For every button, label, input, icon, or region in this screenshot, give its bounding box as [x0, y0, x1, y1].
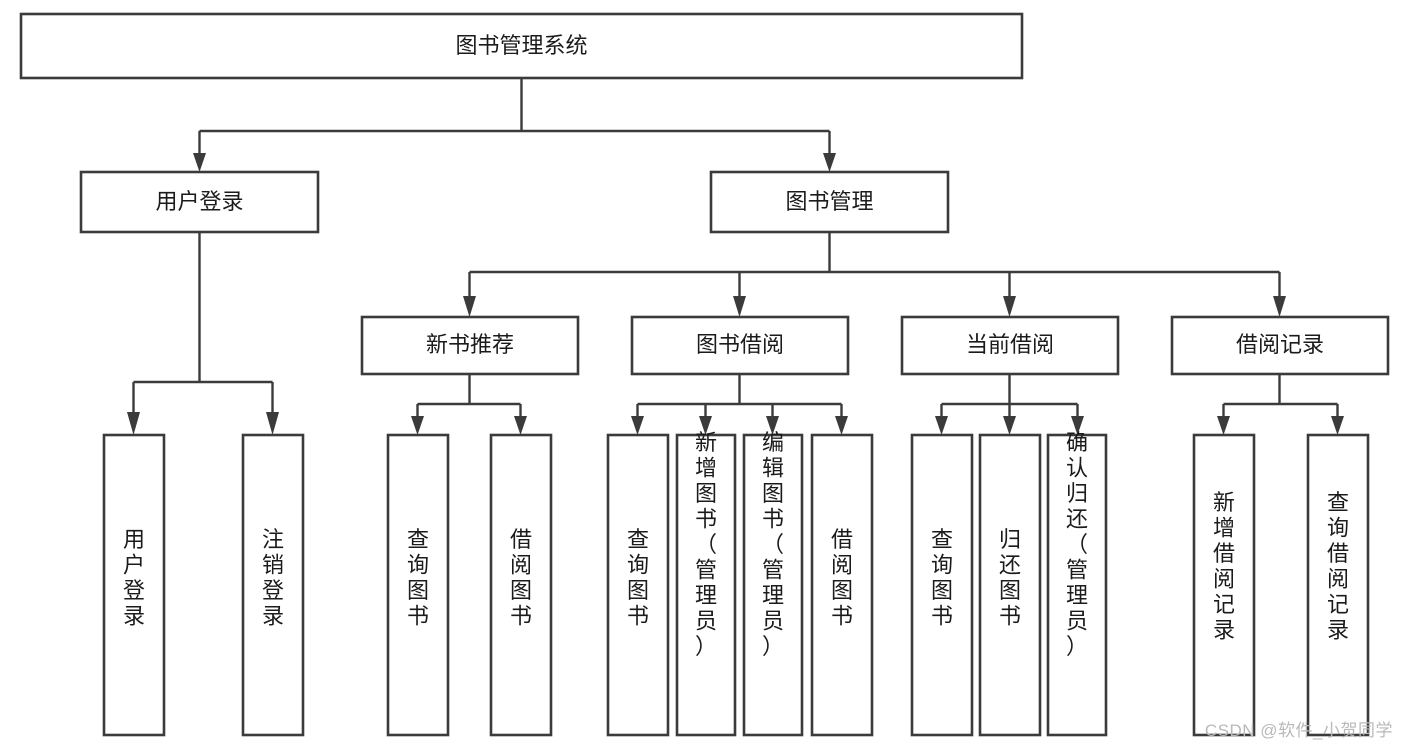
edges-user-login-to-leaves	[127, 232, 279, 435]
node-new-book-recommend-box[interactable]	[360, 315, 580, 376]
node-leaf-confirm-return-box[interactable]	[1046, 433, 1108, 737]
arrow-head-icon	[1003, 416, 1016, 435]
arrow-head-icon	[766, 416, 779, 435]
node-leaf-borrow-book-1-label: 借阅图书	[510, 527, 532, 629]
node-leaf-borrow-book-1[interactable]: 借阅图书	[489, 433, 553, 737]
node-user-login[interactable]: 用户登录	[79, 170, 320, 234]
node-book-manage-box[interactable]	[709, 170, 950, 234]
node-leaf-add-book-box[interactable]	[675, 433, 737, 737]
node-leaf-query-book-1[interactable]: 查询图书	[386, 433, 450, 737]
node-borrow-record[interactable]: 借阅记录	[1170, 315, 1390, 376]
arrow-head-icon	[127, 412, 140, 435]
node-leaf-query-book-3-label: 查询图书	[931, 527, 953, 629]
node-leaf-user-login-box[interactable]	[102, 433, 166, 737]
node-leaf-add-borrow-record[interactable]: 新增借阅记录	[1192, 433, 1256, 737]
edges-book-manage-to-level3	[463, 232, 1286, 317]
node-leaf-borrow-book-2-label: 借阅图书	[831, 527, 853, 629]
node-leaf-logout-login[interactable]: 注销登录	[241, 433, 305, 737]
node-book-borrow-box[interactable]	[630, 315, 850, 376]
node-leaf-user-login[interactable]: 用户登录	[102, 433, 166, 737]
node-leaf-query-borrow-record-box[interactable]	[1306, 433, 1370, 737]
edges-new-book-recommend-to-leaves	[411, 374, 527, 435]
node-book-borrow[interactable]: 图书借阅	[630, 315, 850, 376]
node-leaf-edit-book-label: 编辑图书（管理员）	[762, 430, 784, 659]
node-new-book-recommend-label: 新书推荐	[426, 332, 514, 357]
node-root-label: 图书管理系统	[455, 33, 587, 58]
arrow-head-icon	[1331, 416, 1344, 435]
node-leaf-user-login-label: 用户登录	[123, 527, 145, 629]
arrow-head-icon	[935, 416, 948, 435]
node-leaf-edit-book-box[interactable]	[742, 433, 804, 737]
node-leaf-edit-book[interactable]: 编辑图书（管理员）	[742, 430, 804, 737]
arrow-head-icon	[1217, 416, 1230, 435]
arrow-head-icon	[411, 416, 424, 435]
arrow-head-icon	[733, 296, 746, 317]
node-leaf-query-book-1-label: 查询图书	[407, 527, 429, 629]
node-leaf-query-book-2-label: 查询图书	[627, 527, 649, 629]
node-leaf-query-book-3-box[interactable]	[910, 433, 974, 737]
arrow-head-icon	[193, 153, 206, 172]
node-book-manage[interactable]: 图书管理	[709, 170, 950, 234]
arrow-head-icon	[463, 296, 476, 317]
node-current-borrow-box[interactable]	[900, 315, 1120, 376]
node-current-borrow[interactable]: 当前借阅	[900, 315, 1120, 376]
edges-root-to-level2	[193, 78, 836, 172]
node-leaf-logout-login-label: 注销登录	[262, 527, 284, 629]
arrow-head-icon	[699, 416, 712, 435]
node-book-manage-label: 图书管理	[785, 189, 873, 214]
node-leaf-add-book[interactable]: 新增图书（管理员）	[675, 430, 737, 737]
node-leaf-return-book[interactable]: 归还图书	[978, 433, 1042, 737]
node-leaf-query-book-2-box[interactable]	[606, 433, 670, 737]
arrow-head-icon	[266, 412, 279, 435]
arrow-head-icon	[514, 416, 527, 435]
node-leaf-return-book-label: 归还图书	[999, 527, 1021, 629]
arrow-head-icon	[1273, 296, 1286, 317]
node-borrow-record-label: 借阅记录	[1236, 332, 1324, 357]
node-user-login-box[interactable]	[79, 170, 320, 234]
node-leaf-logout-login-box[interactable]	[241, 433, 305, 737]
node-root-box[interactable]	[19, 12, 1024, 80]
node-leaf-confirm-return[interactable]: 确认归还（管理员）	[1046, 430, 1108, 737]
node-leaf-add-borrow-record-box[interactable]	[1192, 433, 1256, 737]
node-leaf-confirm-return-label: 确认归还（管理员）	[1066, 430, 1088, 659]
node-user-login-label: 用户登录	[155, 189, 243, 214]
node-leaf-query-borrow-record-label: 查询借阅记录	[1327, 490, 1349, 643]
node-current-borrow-label: 当前借阅	[966, 332, 1054, 357]
node-root[interactable]: 图书管理系统	[19, 12, 1024, 80]
edges-borrow-record-to-leaves	[1217, 374, 1344, 435]
edges-book-borrow-to-leaves	[631, 374, 848, 435]
node-leaf-query-book-3[interactable]: 查询图书	[910, 433, 974, 737]
node-leaf-query-book-2[interactable]: 查询图书	[606, 433, 670, 737]
arrow-head-icon	[835, 416, 848, 435]
arrow-head-icon	[1071, 416, 1084, 435]
node-borrow-record-box[interactable]	[1170, 315, 1390, 376]
node-leaf-add-borrow-record-label: 新增借阅记录	[1213, 490, 1235, 643]
node-leaf-add-book-label: 新增图书（管理员）	[695, 430, 717, 659]
arrow-head-icon	[631, 416, 644, 435]
node-leaf-query-book-1-box[interactable]	[386, 433, 450, 737]
node-book-borrow-label: 图书借阅	[696, 332, 784, 357]
node-leaf-borrow-book-1-box[interactable]	[489, 433, 553, 737]
node-leaf-return-book-box[interactable]	[978, 433, 1042, 737]
arrow-head-icon	[823, 153, 836, 172]
node-leaf-borrow-book-2[interactable]: 借阅图书	[810, 433, 874, 737]
node-leaf-query-borrow-record[interactable]: 查询借阅记录	[1306, 433, 1370, 737]
arrow-head-icon	[1003, 296, 1016, 317]
edges-current-borrow-to-leaves	[935, 374, 1084, 435]
node-new-book-recommend[interactable]: 新书推荐	[360, 315, 580, 376]
node-leaf-borrow-book-2-box[interactable]	[810, 433, 874, 737]
